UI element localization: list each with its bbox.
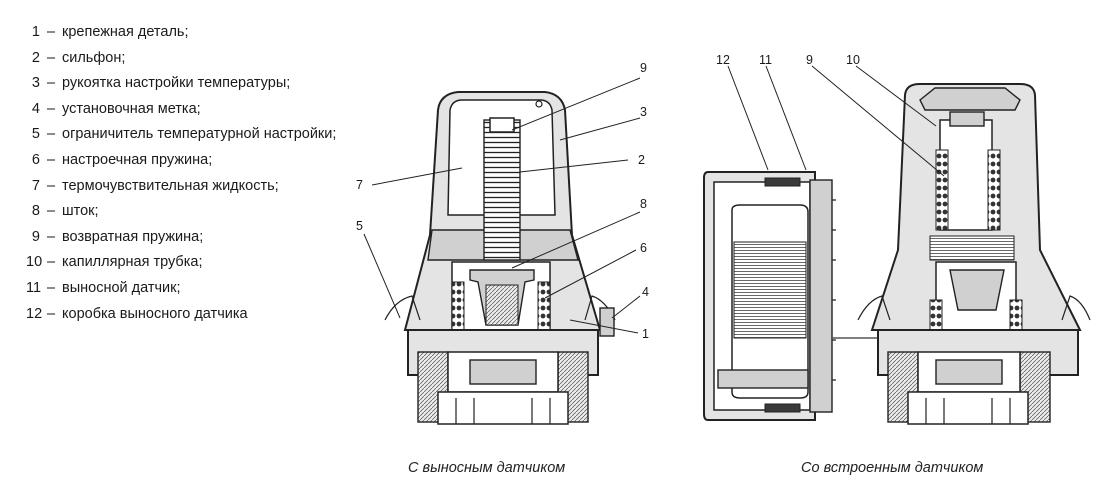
setting-spring-right bbox=[929, 235, 1015, 261]
caption-built-in-sensor: Со встроенным датчиком bbox=[801, 460, 984, 476]
setting-mark bbox=[599, 307, 615, 337]
leader-1 bbox=[569, 319, 639, 334]
return-spring-right-l bbox=[935, 149, 949, 231]
callout-7: 7 bbox=[356, 178, 363, 192]
limiter-clip-left bbox=[384, 295, 421, 321]
cap-right bbox=[919, 87, 1021, 111]
legend-item: 10–капиллярная трубка; bbox=[26, 254, 203, 271]
callout-2: 2 bbox=[638, 153, 645, 167]
clip-bottom bbox=[764, 403, 801, 413]
callouts-left: 9 3 2 7 8 6 5 4 1 bbox=[356, 61, 649, 341]
bellows-cap bbox=[489, 117, 515, 133]
legend-item: 3–рукоятка настройки температуры; bbox=[31, 75, 291, 92]
legend-item: 4–установочная метка; bbox=[31, 100, 201, 117]
leader-10 bbox=[855, 65, 937, 127]
legend-item: 2–сильфон; bbox=[31, 49, 126, 66]
legend-item: 7–термочувствительная жидкость; bbox=[31, 177, 279, 194]
leader-8 bbox=[511, 211, 641, 269]
thermostat-built-in-sensor bbox=[857, 83, 1091, 425]
limiter-clip-right-l bbox=[857, 295, 891, 321]
sensor-coil bbox=[733, 241, 807, 339]
callout-12: 12 bbox=[716, 53, 730, 67]
pin-head-right bbox=[935, 359, 1003, 385]
leader-6 bbox=[544, 249, 637, 299]
callout-5: 5 bbox=[356, 219, 363, 233]
leader-4 bbox=[611, 295, 641, 319]
leader-2 bbox=[519, 159, 629, 173]
nut-threads bbox=[455, 398, 551, 424]
caption-remote-sensor: С выносным датчиком bbox=[408, 460, 566, 476]
limiter-clip-right-r bbox=[1061, 295, 1091, 321]
legend-item: 1–крепежная деталь; bbox=[31, 24, 189, 40]
legend-item: 8–шток; bbox=[31, 203, 99, 220]
lid-ribs bbox=[832, 199, 836, 381]
leader-11 bbox=[765, 65, 807, 171]
callouts-right: 12 11 9 10 bbox=[716, 53, 945, 177]
callout-8: 8 bbox=[640, 197, 647, 211]
legend-item: 5–ограничитель температурной настройки; bbox=[31, 126, 337, 143]
callout-11: 11 bbox=[759, 53, 772, 67]
clip-top bbox=[764, 177, 801, 187]
stem-seal bbox=[485, 284, 519, 326]
stem-right bbox=[949, 269, 1005, 311]
callout-9-right: 9 bbox=[806, 53, 813, 67]
leader-3 bbox=[559, 117, 641, 141]
legend-item: 6–настроечная пружина; bbox=[31, 151, 213, 168]
legend-item: 12–коробка выносного датчика bbox=[26, 305, 248, 322]
callout-9-left: 9 bbox=[640, 61, 647, 75]
bellows bbox=[483, 119, 521, 261]
sensor-box-lid bbox=[809, 179, 833, 413]
callout-1: 1 bbox=[642, 327, 649, 341]
pin-head bbox=[469, 359, 537, 385]
remote-sensor-box bbox=[703, 171, 900, 421]
parts-legend: 1–крепежная деталь; 2–сильфон; 3–рукоятк… bbox=[26, 20, 336, 327]
leader-9-right bbox=[811, 65, 945, 177]
nut-right bbox=[907, 391, 1029, 425]
legend-item: 9–возвратная пружина; bbox=[31, 228, 204, 245]
leader-12 bbox=[727, 65, 769, 171]
leader-7 bbox=[371, 167, 463, 186]
sensor-top bbox=[949, 111, 985, 127]
callout-4: 4 bbox=[642, 285, 649, 299]
sensor-base bbox=[717, 369, 809, 389]
fill-plug bbox=[535, 100, 543, 108]
leader-5 bbox=[363, 233, 401, 319]
callout-3: 3 bbox=[640, 105, 647, 119]
return-spring-right-r bbox=[987, 149, 1001, 231]
callout-10: 10 bbox=[846, 53, 860, 67]
legend-item: 11–выносной датчик; bbox=[26, 279, 181, 296]
thermostat-remote-sensor bbox=[384, 91, 616, 425]
nut-threads-right bbox=[925, 398, 1011, 424]
nut bbox=[437, 391, 569, 425]
leader-9-left bbox=[511, 77, 641, 131]
callout-6: 6 bbox=[640, 241, 647, 255]
